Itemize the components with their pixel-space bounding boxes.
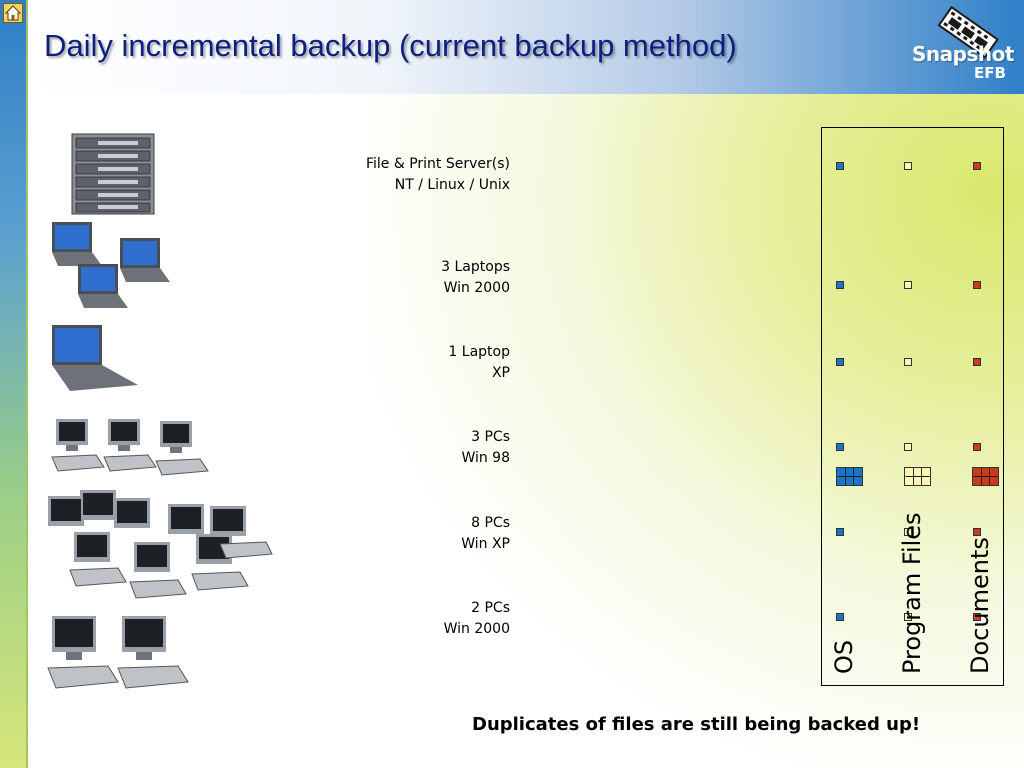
documents-marker-grid	[972, 467, 999, 486]
header-band	[28, 0, 1024, 94]
documents-marker	[973, 358, 981, 366]
os-marker-grid	[836, 467, 863, 486]
backup-category-box	[821, 127, 1004, 686]
laptop-icon	[52, 222, 102, 266]
desktop-pc-icon	[117, 616, 189, 689]
row-label-line1: 1 Laptop	[448, 344, 510, 360]
laptop-group-icon	[52, 222, 170, 308]
row-label-8-pcs: 8 PCs Win XP	[340, 513, 510, 555]
program-files-marker-grid	[904, 467, 931, 486]
row-label-server: File & Print Server(s) NT / Linux / Unix	[340, 154, 510, 196]
left-gradient-strip	[0, 0, 26, 768]
os-marker	[836, 613, 844, 621]
row-label-line1: 8 PCs	[471, 515, 510, 531]
left-strip-edge	[26, 0, 28, 768]
desktop-pc-icon	[103, 419, 157, 472]
footer-note: Duplicates of files are still being back…	[472, 714, 921, 735]
program-files-marker	[904, 162, 912, 170]
os-marker	[836, 528, 844, 536]
program-files-marker	[904, 528, 912, 536]
logo-subtitle: EFB	[974, 64, 1006, 82]
row-label-line1: File & Print Server(s)	[365, 156, 510, 172]
server-rack-icon	[71, 133, 155, 215]
os-marker	[836, 358, 844, 366]
row-label-2-pcs: 2 PCs Win 2000	[340, 598, 510, 640]
documents-marker	[973, 162, 981, 170]
film-strip-icon	[937, 5, 999, 59]
program-files-marker	[904, 358, 912, 366]
desktop-pc-icon	[47, 616, 119, 689]
column-label-documents: Documents	[966, 537, 994, 674]
desktop-pc-icon	[51, 419, 105, 472]
row-label-3-pcs: 3 PCs Win 98	[340, 427, 510, 469]
row-label-line2: NT / Linux / Unix	[394, 177, 510, 193]
os-marker	[836, 281, 844, 289]
row-label-line2: Win 98	[461, 450, 510, 466]
laptop-icon	[120, 238, 170, 282]
slide-title: Daily incremental backup (current backup…	[44, 28, 737, 63]
column-label-os: OS	[830, 639, 858, 674]
desktop-group-icon	[51, 419, 209, 476]
laptop-icon	[78, 264, 128, 308]
row-label-line1: 3 PCs	[471, 429, 510, 445]
row-label-3-laptops: 3 Laptops Win 2000	[340, 257, 510, 299]
documents-marker	[973, 443, 981, 451]
home-icon[interactable]	[3, 3, 23, 23]
desktop-group-icon	[48, 490, 273, 599]
desktop-group-icon	[47, 616, 189, 689]
row-label-line2: XP	[491, 365, 510, 381]
os-marker	[836, 162, 844, 170]
row-label-line2: Win 2000	[443, 621, 510, 637]
desktop-pc-icon	[155, 421, 209, 476]
documents-marker	[973, 613, 981, 621]
column-label-program-files: Program Files	[898, 512, 926, 674]
documents-marker	[973, 281, 981, 289]
documents-marker	[973, 528, 981, 536]
row-label-line1: 3 Laptops	[441, 259, 510, 275]
row-label-1-laptop: 1 Laptop XP	[340, 342, 510, 384]
row-label-line2: Win XP	[461, 536, 510, 552]
background-glow	[370, 94, 1024, 768]
program-files-marker	[904, 443, 912, 451]
logo-wordmark: Snapshot	[912, 42, 1014, 66]
snapshot-logo: Snapshot EFB	[902, 4, 1018, 86]
row-label-line1: 2 PCs	[471, 600, 510, 616]
laptop-icon	[52, 325, 138, 391]
program-files-marker	[904, 613, 912, 621]
os-marker	[836, 443, 844, 451]
row-label-line2: Win 2000	[443, 280, 510, 296]
program-files-marker	[904, 281, 912, 289]
